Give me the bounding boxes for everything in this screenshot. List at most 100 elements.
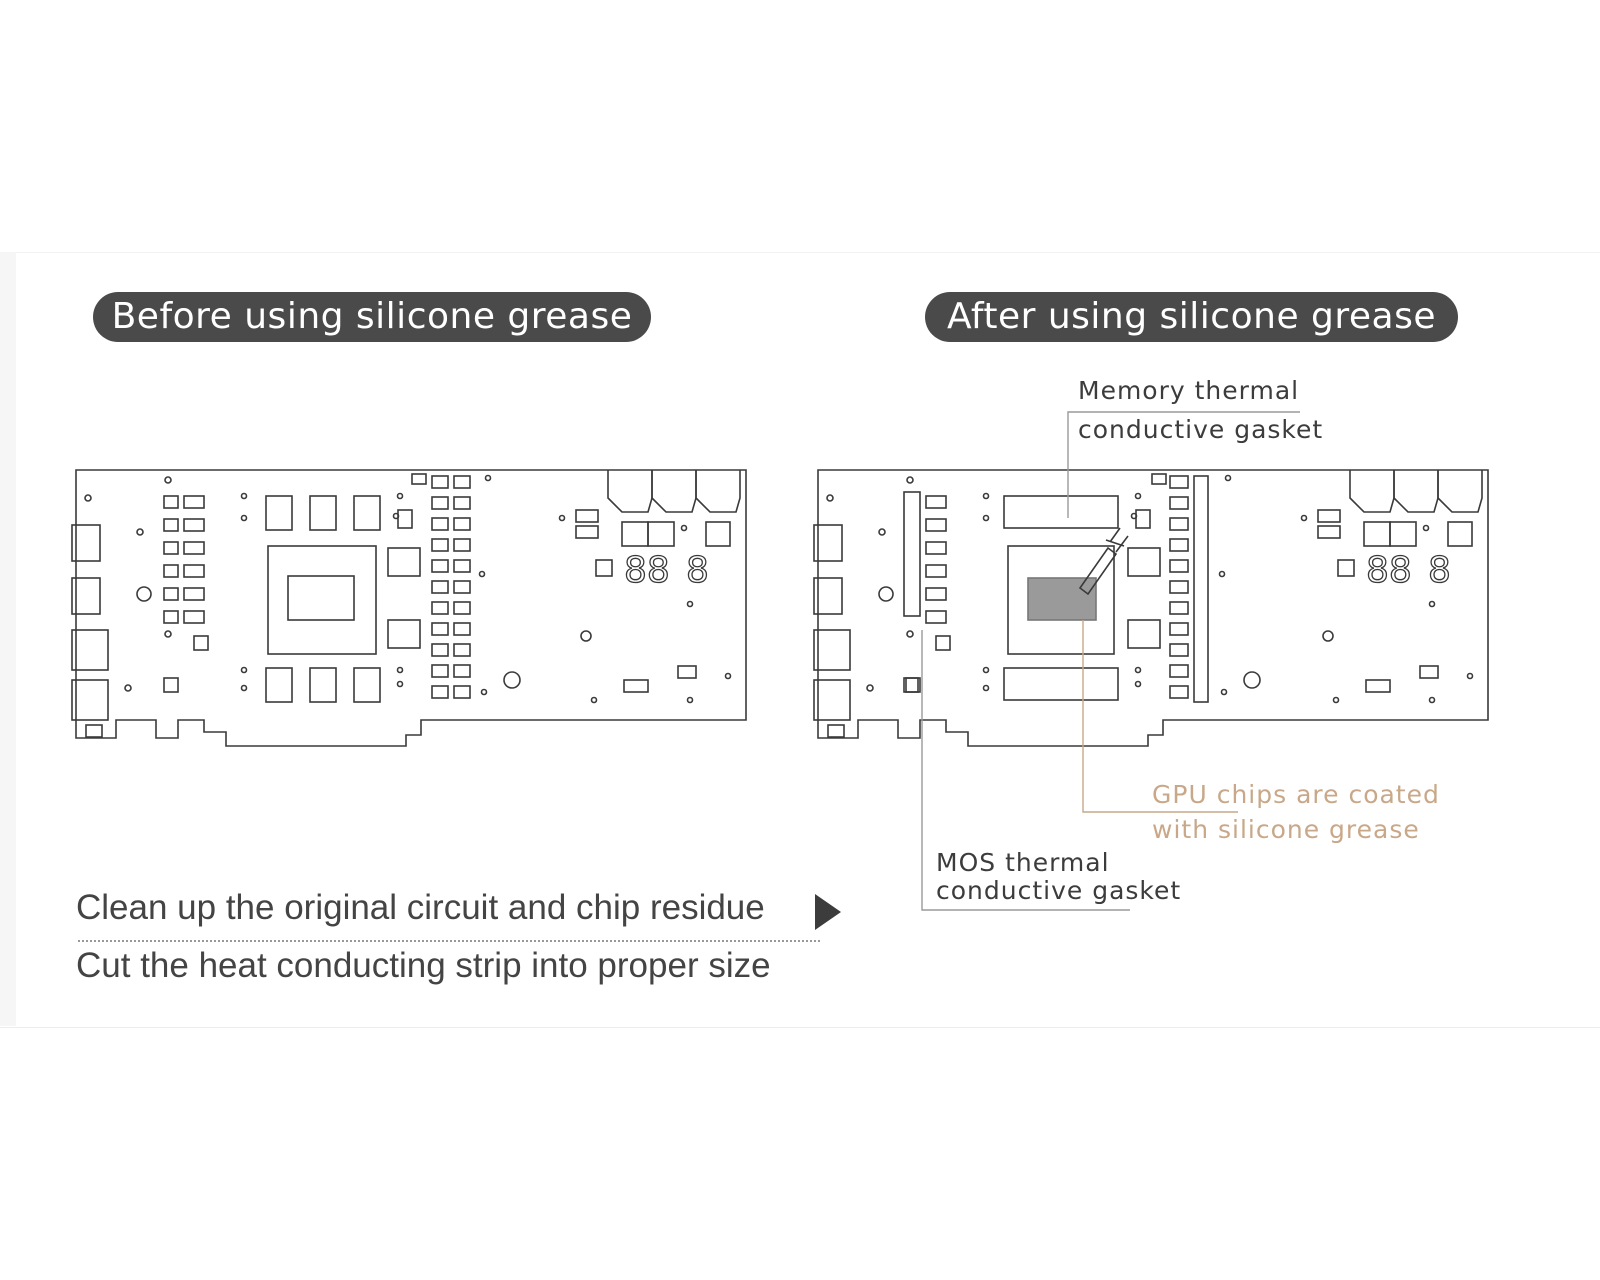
mount-hole — [826, 494, 834, 502]
vrm-cell — [431, 559, 449, 573]
before-header-pill: Before using silicone grease — [93, 292, 651, 342]
via — [480, 688, 488, 696]
left-edge-strip — [0, 252, 16, 1026]
gpu-grease-label-2: with silicone grease — [1152, 815, 1420, 844]
vrm-cell — [453, 475, 471, 489]
mount-hole — [1322, 630, 1334, 642]
vrm-cell — [453, 601, 471, 615]
via — [724, 672, 732, 680]
via — [1428, 600, 1436, 608]
vrm-cell — [1169, 559, 1189, 573]
vrm-cell — [925, 541, 947, 555]
vrm-cell — [1169, 601, 1189, 615]
vrm-cell — [1169, 496, 1189, 510]
small-component — [1135, 509, 1151, 529]
inductor-coils: 88 — [1366, 550, 1412, 591]
via — [680, 524, 688, 532]
memory-chip — [387, 619, 421, 649]
gpu-grease-label-1: GPU chips are coated — [1152, 780, 1440, 809]
via — [240, 514, 248, 522]
io-port — [813, 577, 843, 615]
inductor-coils: 88 — [624, 550, 670, 591]
mount-hole — [136, 586, 152, 602]
memory-chip — [353, 495, 381, 531]
memory-chip — [265, 495, 293, 531]
via — [240, 492, 248, 500]
memory-chip — [309, 667, 337, 703]
next-arrow-icon — [815, 894, 841, 930]
small-component — [705, 521, 731, 547]
via — [1218, 570, 1226, 578]
vrm-cell — [1169, 643, 1189, 657]
power-connector — [695, 470, 741, 513]
via — [1428, 696, 1436, 704]
vrm-cell — [925, 518, 947, 532]
inductor-coils: 8 — [1428, 550, 1451, 591]
pcb-outline — [75, 469, 747, 747]
gpu-package — [1007, 545, 1115, 655]
mount-hole — [878, 528, 886, 536]
vrm-cell — [1169, 538, 1189, 552]
mount-hole — [124, 684, 132, 692]
vrm-cell — [183, 518, 205, 532]
vrm-cell — [163, 495, 179, 509]
vrm-cell — [431, 685, 449, 699]
memory-chip — [309, 495, 337, 531]
mount-hole — [580, 630, 592, 642]
vrm-cell — [163, 610, 179, 624]
small-component — [575, 525, 599, 539]
small-component — [1447, 521, 1473, 547]
memory-leader-line — [1067, 411, 1300, 518]
vrm-cell — [183, 541, 205, 555]
vrm-cell — [453, 685, 471, 699]
vrm-cell — [1169, 664, 1189, 678]
io-port — [813, 524, 843, 562]
small-component — [623, 679, 649, 693]
vrm-cell — [431, 664, 449, 678]
power-chip — [647, 521, 675, 547]
via — [240, 684, 248, 692]
vrm-cell — [431, 517, 449, 531]
diagram-panel — [0, 252, 1600, 1028]
vrm-cell — [183, 587, 205, 601]
vrm-cell — [431, 475, 449, 489]
mount-hole — [503, 671, 521, 689]
vrm-gasket-strip — [1193, 475, 1209, 703]
mos-gasket-label-1: MOS thermal — [936, 848, 1110, 877]
io-port — [71, 679, 109, 721]
vrm-cell — [431, 643, 449, 657]
via — [1332, 696, 1340, 704]
vrm-cell — [453, 643, 471, 657]
bracket-tab — [85, 724, 103, 738]
io-port — [813, 679, 851, 721]
mount-hole — [878, 586, 894, 602]
memory-gasket-bottom — [1003, 667, 1119, 701]
via — [1224, 474, 1232, 482]
vrm-cell — [163, 564, 179, 578]
small-component — [677, 665, 697, 679]
via — [906, 476, 914, 484]
memory-chip — [265, 667, 293, 703]
gpu-package — [267, 545, 377, 655]
via — [1134, 666, 1142, 674]
via — [484, 474, 492, 482]
vrm-cell — [453, 538, 471, 552]
memory-chip — [353, 667, 381, 703]
vrm-cell — [163, 587, 179, 601]
small-component — [397, 509, 413, 529]
vrm-cell — [453, 559, 471, 573]
after-header-pill: After using silicone grease — [925, 292, 1458, 342]
mount-hole — [84, 494, 92, 502]
vrm-cell — [183, 495, 205, 509]
via — [396, 680, 404, 688]
vrm-cell — [1169, 517, 1189, 531]
vrm-cell — [925, 587, 947, 601]
vrm-cell — [453, 517, 471, 531]
via — [982, 684, 990, 692]
small-component — [595, 559, 613, 577]
via — [1300, 514, 1308, 522]
via — [1134, 492, 1142, 500]
step-cut-text: Cut the heat conducting strip into prope… — [76, 946, 771, 985]
